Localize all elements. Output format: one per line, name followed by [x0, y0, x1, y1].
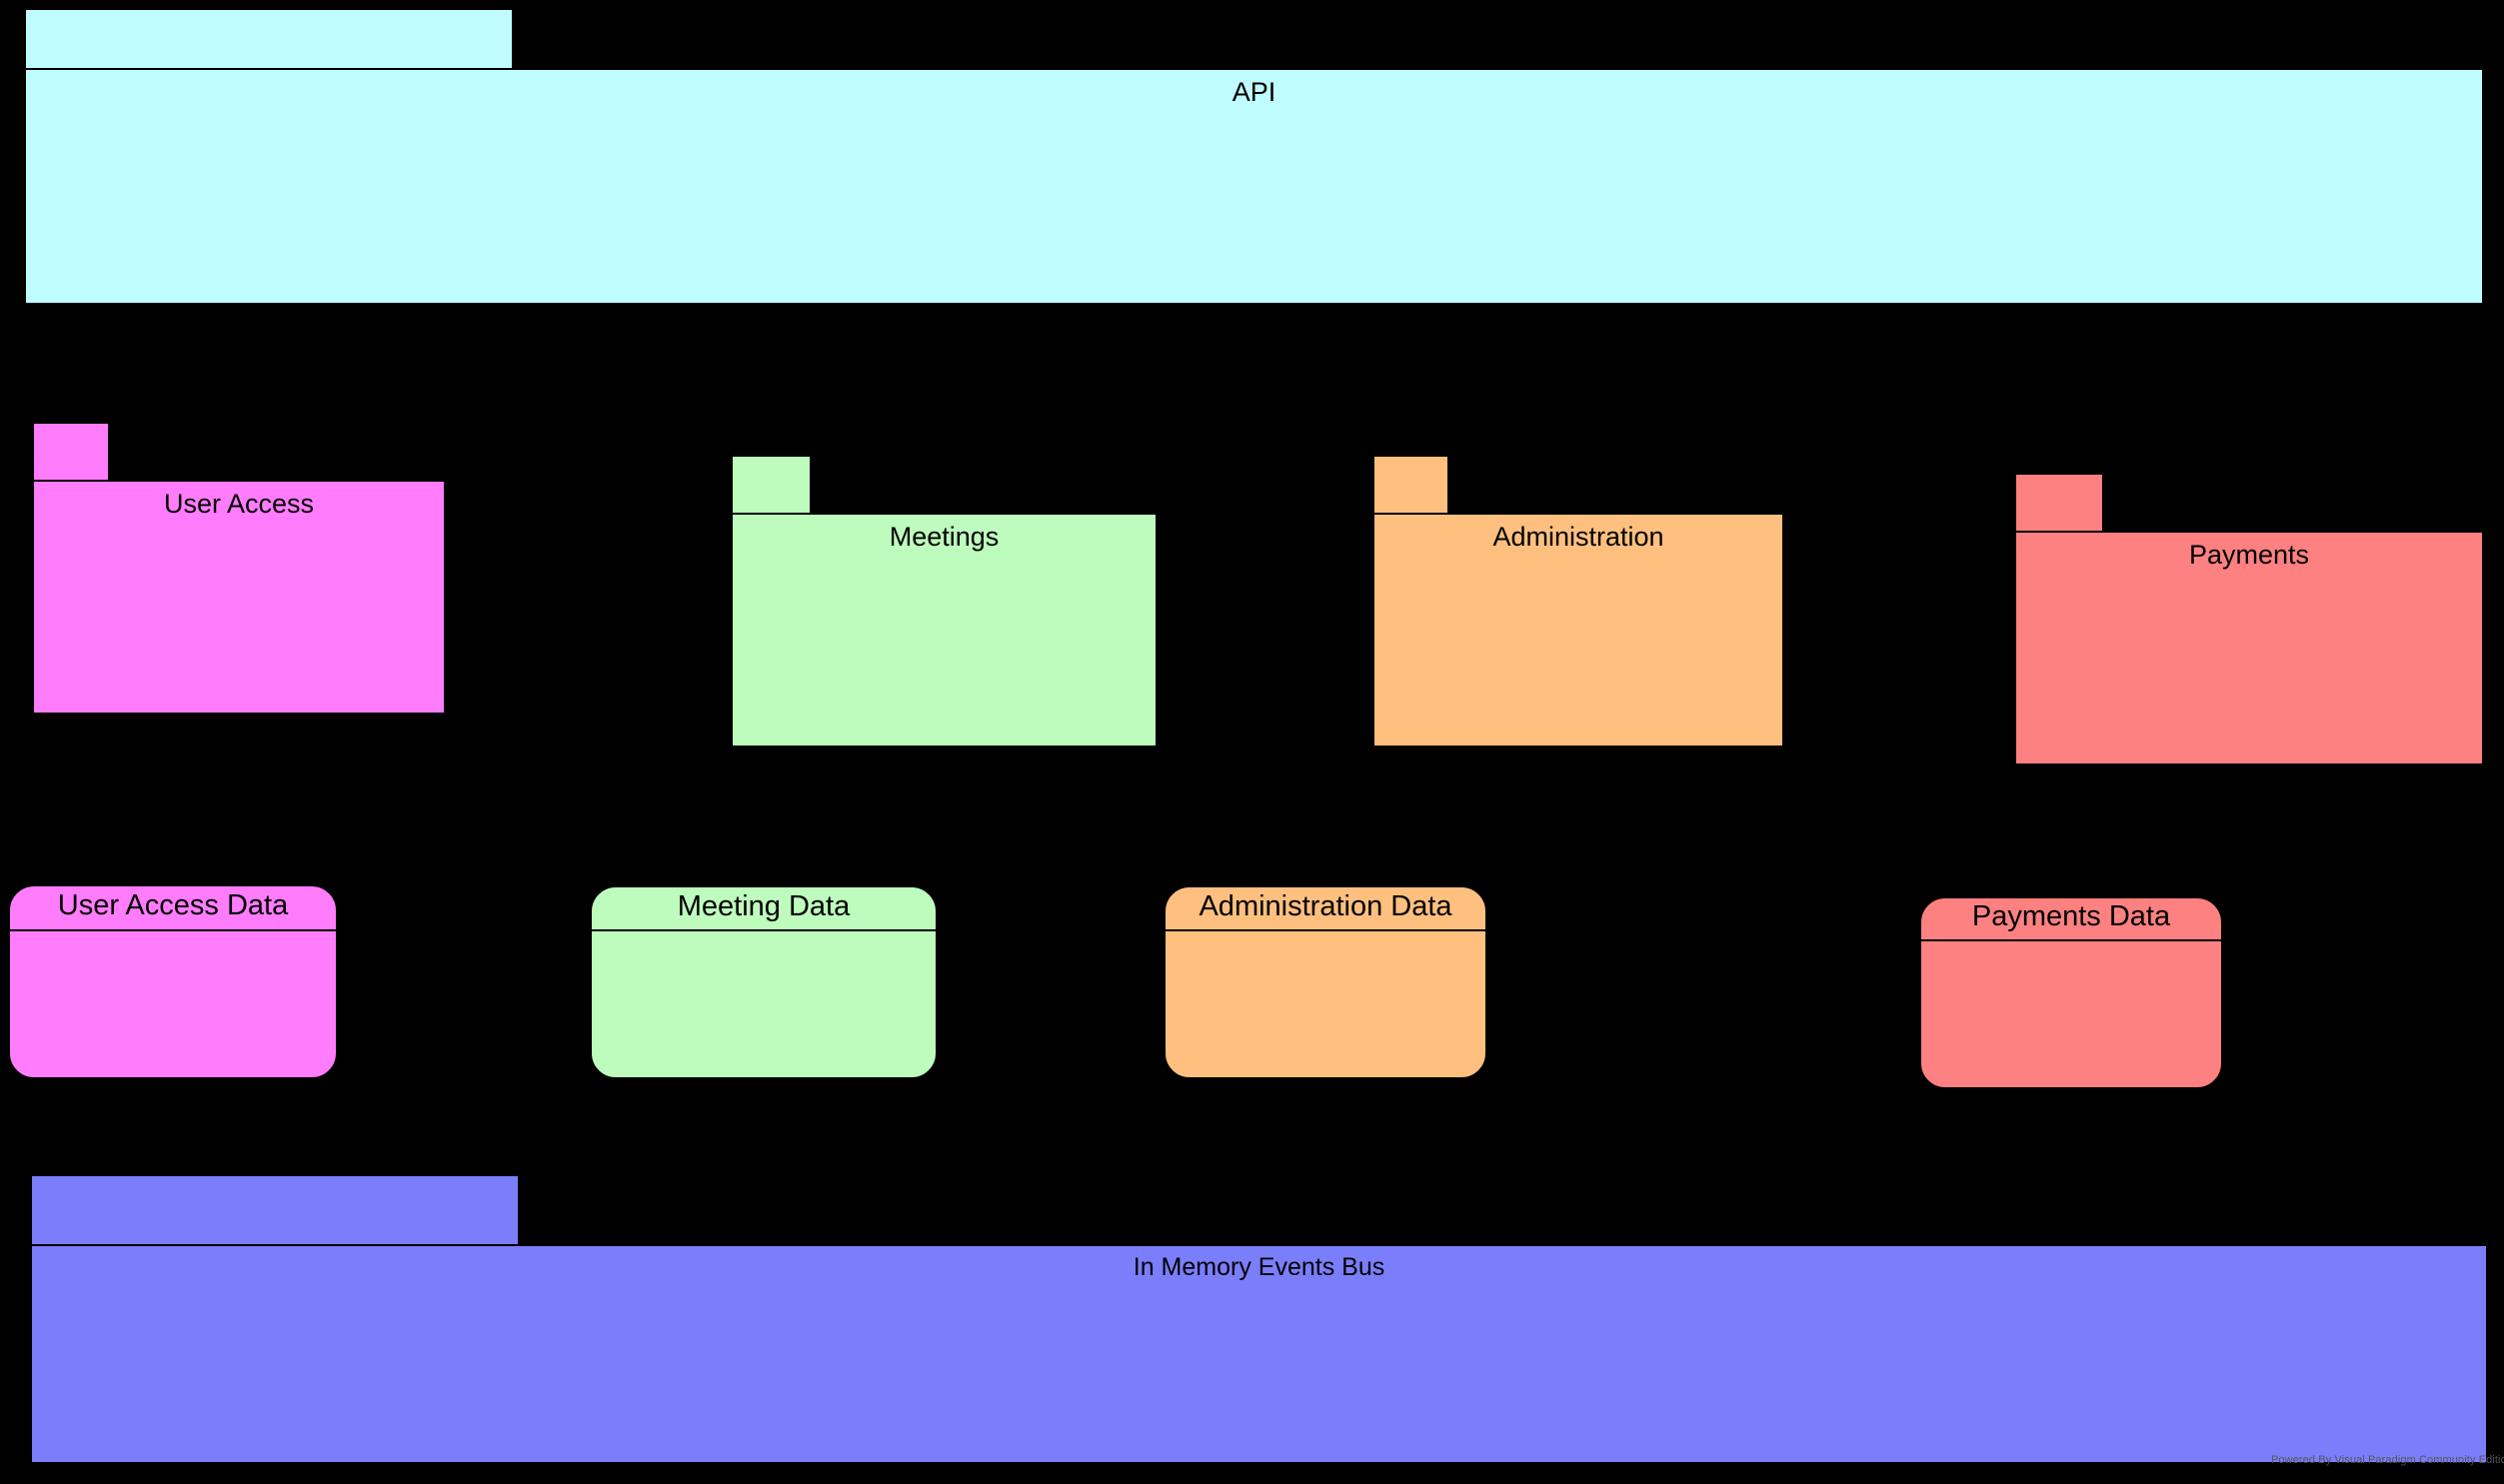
package-body-user-access: User Access: [32, 480, 446, 715]
datastore-payments-data[interactable]: Payments Data: [1919, 896, 2223, 1089]
package-tab-user-access: [32, 422, 110, 482]
package-body-meetings: Meetings: [731, 513, 1158, 747]
package-label-user-access: User Access: [163, 489, 315, 519]
datastore-label-user-access-data: User Access Data: [10, 886, 336, 931]
datastore-label-meeting-data: Meeting Data: [592, 887, 936, 931]
package-body-administration: Administration: [1372, 513, 1784, 747]
package-label-administration: Administration: [1492, 522, 1664, 552]
package-tab-api: [24, 8, 514, 70]
watermark: Powered By Visual Paradigm Community Edi…: [2271, 1452, 2504, 1468]
package-label-meetings: Meetings: [889, 522, 1000, 552]
datastore-label-payments-data: Payments Data: [1921, 898, 2221, 941]
package-tab-meetings: [731, 455, 812, 515]
watermark-text: Powered By Visual Paradigm Community Edi…: [2271, 1454, 2504, 1466]
datastore-label-administration-data: Administration Data: [1166, 887, 1485, 931]
package-body-in-memory-events-bus: In Memory Events Bus: [30, 1244, 2488, 1464]
package-tab-in-memory-events-bus: [30, 1174, 520, 1246]
datastore-user-access-data[interactable]: User Access Data: [8, 884, 338, 1079]
datastore-meeting-data[interactable]: Meeting Data: [590, 885, 938, 1079]
package-body-payments: Payments: [2014, 531, 2484, 765]
package-label-payments: Payments: [2188, 540, 2310, 570]
package-tab-payments: [2014, 473, 2104, 533]
package-label-in-memory-events-bus: In Memory Events Bus: [1133, 1253, 1385, 1281]
package-label-api: API: [1232, 77, 1276, 107]
datastore-administration-data[interactable]: Administration Data: [1164, 885, 1487, 1079]
package-tab-administration: [1372, 455, 1449, 515]
package-body-api: API: [24, 68, 2484, 305]
